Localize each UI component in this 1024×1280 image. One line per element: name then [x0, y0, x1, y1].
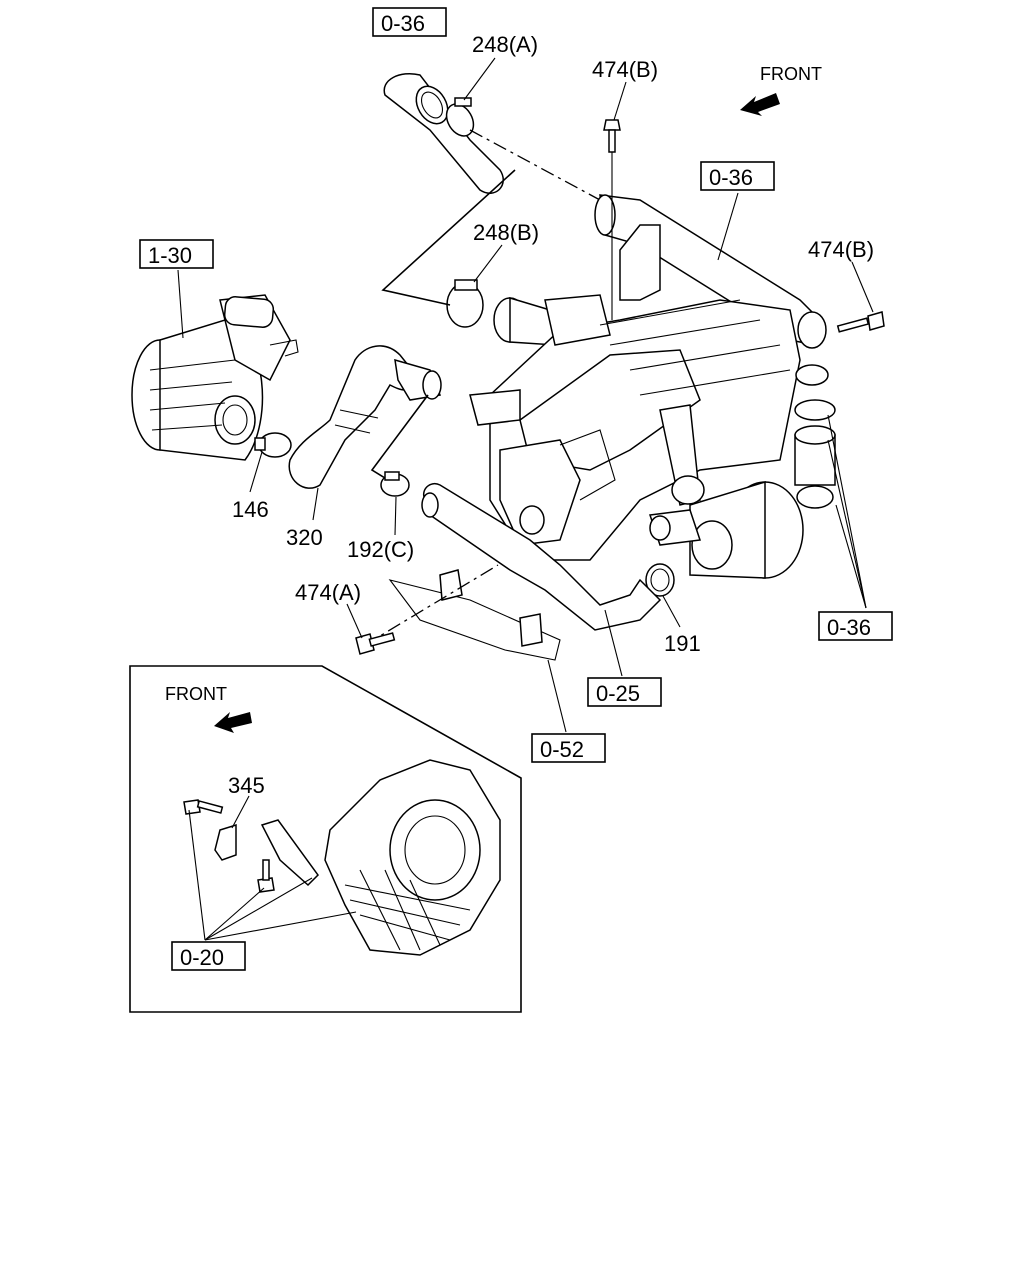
ref-box-0-36-top: 0-36: [372, 7, 447, 37]
leader-320-bracket: [370, 394, 429, 479]
hose-320: [288, 345, 442, 489]
label-474a: 474(A): [295, 580, 361, 605]
ref-box-0-36-right: 0-36: [818, 611, 893, 641]
bolt-474a-icon: [355, 632, 396, 655]
ref-box-0-20: 0-20: [171, 941, 246, 971]
clamp-248a: [445, 97, 475, 137]
label-320: 320: [286, 525, 323, 550]
label-191: 191: [664, 631, 701, 656]
ref-0-36-right-text: 0-36: [827, 615, 871, 640]
upper-intake-hose: [383, 73, 504, 194]
leader-dash-upper: [469, 129, 601, 201]
label-345: 345: [228, 773, 265, 798]
ref-box-0-36-mid: 0-36: [700, 161, 775, 191]
ref-box-0-52: 0-52: [531, 733, 606, 763]
engine-block: [469, 294, 801, 561]
label-248b: 248(B): [473, 220, 539, 245]
bracket-inset: [260, 819, 319, 887]
label-474b-right: 474(B): [808, 237, 874, 262]
bolt-474b-right-icon: [836, 311, 885, 333]
front-arrow-inset-icon: [214, 712, 252, 733]
ref-0-36-top-text: 0-36: [381, 11, 425, 36]
ref-0-25-text: 0-25: [596, 681, 640, 706]
leader-248b-bracket: [381, 169, 516, 306]
turbocharger: [648, 475, 804, 579]
bolt-inset-mid-icon: [257, 859, 275, 893]
clamp-248b: [446, 279, 484, 328]
inset-frame: [129, 665, 522, 1013]
label-146: 146: [232, 497, 269, 522]
ref-0-36-mid-text: 0-36: [709, 165, 753, 190]
pipe-0-52: [364, 564, 561, 661]
ref-1-30-text: 1-30: [148, 243, 192, 268]
ref-0-20-text: 0-20: [180, 945, 224, 970]
oring-191: [645, 563, 675, 597]
air-cleaner: [131, 294, 299, 461]
clip-345-icon: [214, 823, 237, 861]
label-474b-top: 474(B): [592, 57, 658, 82]
front-label-top: FRONT: [760, 64, 822, 84]
bolt-474b-top-icon: [603, 119, 621, 153]
right-hose-set: [794, 364, 836, 509]
clamp-146: [254, 432, 292, 458]
front-label-inset: FRONT: [165, 684, 227, 704]
label-192c: 192(C): [347, 537, 414, 562]
leader-lines: [177, 57, 874, 941]
front-arrow-icon: [740, 93, 780, 116]
flywheel-housing: [324, 759, 501, 956]
clamp-192c: [380, 471, 410, 497]
label-248a: 248(A): [472, 32, 538, 57]
bolt-inset-left-icon: [183, 799, 224, 815]
pipe-0-25: [421, 483, 662, 631]
ref-box-0-25: 0-25: [587, 677, 662, 707]
ref-0-52-text: 0-52: [540, 737, 584, 762]
hose-end-248b: [493, 296, 556, 346]
ref-box-1-30: 1-30: [139, 239, 214, 269]
